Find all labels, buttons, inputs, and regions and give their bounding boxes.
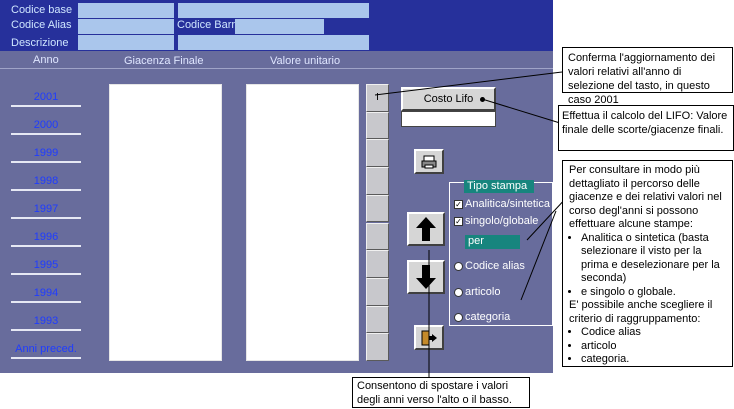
analitica-checkbox[interactable]: ✓Analitica/sintetica <box>454 198 550 210</box>
codice-base-field[interactable] <box>78 3 174 18</box>
analitica-label: Analitica/sintetica <box>465 198 550 210</box>
year-label: Anni preced. <box>15 343 77 355</box>
header-divider <box>0 68 553 69</box>
codice-barre-field[interactable] <box>235 19 324 34</box>
codice-alias-radio[interactable]: Codice alias <box>454 260 525 272</box>
row-confirm-button[interactable] <box>366 250 389 278</box>
row-confirm-button[interactable] <box>366 139 389 168</box>
codice-base-label: Codice base <box>11 4 73 16</box>
articolo-option-label: articolo <box>465 286 501 298</box>
arrow-down-icon <box>416 265 436 289</box>
year-underline <box>11 301 81 303</box>
descrizione-label: Descrizione <box>11 37 69 49</box>
costo-lifo-button[interactable]: Costo Lifo <box>401 87 496 111</box>
year-underline <box>11 357 81 359</box>
year-label: 1997 <box>33 203 59 215</box>
callout-stampe-intro: Per consultare in modo più dettagliato i… <box>569 164 722 230</box>
year-underline <box>11 189 81 191</box>
callout-list-item: categoria. <box>581 353 726 367</box>
column-header-anno: Anno <box>33 54 59 66</box>
codice-alias-label: Codice Alias <box>11 19 72 31</box>
codice-base-extra-field[interactable] <box>178 3 369 18</box>
year-underline <box>11 161 81 163</box>
callout-conferma-text: Conferma l'aggiornamento dei valori rela… <box>568 52 716 106</box>
year-label: 1996 <box>33 231 59 243</box>
move-down-button[interactable] <box>407 260 445 294</box>
descrizione-extra-field[interactable] <box>178 35 369 50</box>
check-icon: ✓ <box>454 216 463 226</box>
callout-list-item: Codice alias <box>581 326 726 340</box>
year-underline <box>11 273 81 275</box>
year-label: 2000 <box>33 119 59 131</box>
year-underline <box>11 105 81 107</box>
row-confirm-button[interactable] <box>366 167 389 195</box>
descrizione-field[interactable] <box>78 35 174 50</box>
year-underline <box>11 245 81 247</box>
check-icon: ✓ <box>454 199 463 209</box>
costo-lifo-label: Costo Lifo <box>423 93 474 105</box>
radio-icon <box>454 312 463 322</box>
column-header-valore: Valore unitario <box>270 55 341 67</box>
year-underline <box>11 217 81 219</box>
categoria-radio[interactable]: categoria <box>454 311 510 323</box>
callout-conferma: Conferma l'aggiornamento dei valori rela… <box>562 47 733 106</box>
callout-stampe: Per consultare in modo più dettagliato i… <box>562 160 733 367</box>
callout-lifo-text: Effettua il calcolo del LIFO: Valore fin… <box>562 110 728 136</box>
tipo-stampa-label: Tipo stampa <box>464 180 534 193</box>
year-underline <box>11 329 81 331</box>
codice-barre-label: Codice Barre <box>177 19 242 31</box>
callout-sposta-text: Consentono di spostare i valori degli an… <box>357 380 512 406</box>
radio-icon <box>454 261 463 271</box>
year-label: 1998 <box>33 175 59 187</box>
callout-raggruppamento-intro: E' possibile anche scegliere il criterio… <box>569 299 713 325</box>
year-label: 1999 <box>33 147 59 159</box>
callout-list-item: Analitica o sintetica (basta selezionare… <box>581 232 726 286</box>
row-confirm-button[interactable]: I <box>366 84 389 112</box>
singolo-checkbox[interactable]: ✓singolo/globale <box>454 215 538 227</box>
codice-alias-field[interactable] <box>78 19 174 34</box>
row-confirm-button[interactable] <box>366 194 389 223</box>
year-label: 1995 <box>33 259 59 271</box>
callout-sposta: Consentono di spostare i valori degli an… <box>352 377 530 408</box>
year-label: 1993 <box>33 315 59 327</box>
row-confirm-button[interactable] <box>366 222 389 251</box>
row-marker: I <box>376 92 379 104</box>
callout-list-item: articolo <box>581 340 726 354</box>
codice-alias-option-label: Codice alias <box>465 260 525 272</box>
costo-lifo-result-field[interactable] <box>401 111 496 127</box>
year-label: 1994 <box>33 287 59 299</box>
callout-lifo: Effettua il calcolo del LIFO: Valore fin… <box>558 105 734 151</box>
printer-icon <box>421 155 437 168</box>
move-up-button[interactable] <box>407 212 445 246</box>
print-button[interactable] <box>414 149 444 174</box>
giacenza-column[interactable] <box>109 84 222 361</box>
row-confirm-button[interactable] <box>366 333 389 361</box>
callout-list-item: e singolo o globale. <box>581 286 726 300</box>
articolo-radio[interactable]: articolo <box>454 286 500 298</box>
row-confirm-button[interactable] <box>366 305 389 334</box>
categoria-option-label: categoria <box>465 311 511 323</box>
per-label: per <box>465 235 520 249</box>
row-confirm-button[interactable] <box>366 111 389 140</box>
arrow-up-icon <box>416 217 436 241</box>
callout-stampe-list: Analitica o sintetica (basta selezionare… <box>569 232 726 300</box>
row-confirm-button[interactable] <box>366 277 389 306</box>
year-underline <box>11 133 81 135</box>
year-label: 2001 <box>33 91 59 103</box>
radio-icon <box>454 287 463 297</box>
column-header-giacenza: Giacenza Finale <box>124 55 204 67</box>
valore-column[interactable] <box>246 84 359 361</box>
singolo-label: singolo/globale <box>465 215 539 227</box>
